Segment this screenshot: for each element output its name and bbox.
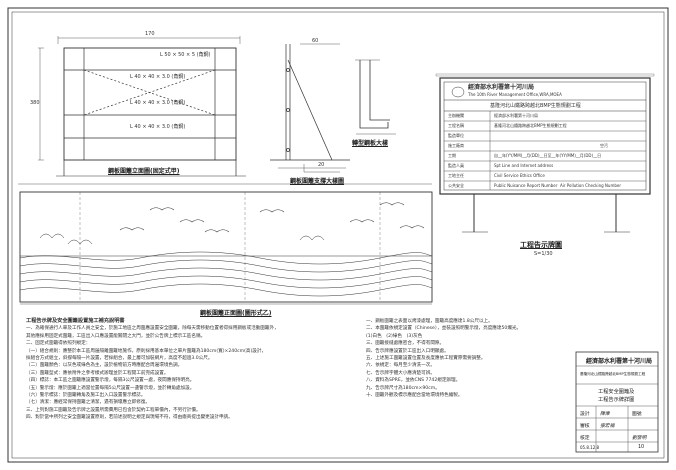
sign-row-7-val: Public Nuisance Report Number [494, 183, 558, 188]
role-design: 設計 [580, 412, 590, 417]
note-left-item: （七）清潔：應經常保持圍籬之清潔，遇有損壞應立即修復。 [26, 400, 151, 406]
note-left-item: 二、固定式圍籬得依照列規定： [26, 341, 91, 347]
elevation-dim-width: 170 [145, 31, 155, 37]
sign-header-title: 經濟部水利署第十河川局 [468, 84, 535, 91]
sheet-label: 圖號 [632, 412, 642, 417]
note-right-item: 一、鋼板圍籬之表面以烤漆處理，圍籬高度應達1.8公尺以上。 [366, 319, 493, 324]
title-block-frame [575, 351, 659, 453]
note-left-item: 其他應採用固定式圍籬，工區出入口應設置能關閉之大門，並於公告牌上標示工區名稱。 [26, 333, 206, 339]
support-dim-1: 60 [312, 38, 319, 44]
note-right-item: 二、本圍籬依規定設置（Chinese），並裝設照明警示燈，亮度應達50燭光。 [366, 326, 522, 332]
support-view [270, 43, 350, 169]
note-left-item: （一）組合規則：應整於本工區周邊隔離圍籬地施作，原則採用基本單位之單片圍籬為18… [26, 348, 267, 354]
sign-row-5-key: 監造人員 [448, 163, 464, 168]
note-left-item: 一、為確保通行人車及工作人員之安全，於施工地區之周圍應設置安全圍籬，除每天需移動… [26, 326, 279, 332]
role-approve: 核定 [580, 436, 590, 441]
sign-row-0-key: 主辦機關 [448, 113, 464, 118]
note-right-item: (1)白色 (2)綠色 (3)灰色 [366, 333, 423, 339]
note-right-item: 六、依規定：每月至少清洗一次。 [366, 363, 435, 369]
sign-row-1-key: 工程名稱 [448, 123, 464, 128]
note-left-item: （四）標誌：本工區之圍籬應設置警示燈，每隔3公尺設置一處，夜間應保持明亮。 [26, 378, 195, 384]
elevation-dim-height: 380 [30, 100, 40, 106]
sign-board-title: 工程告示牌圖 [520, 241, 562, 249]
note-left-item: （五）警示燈：應於圍籬上適當位置每隔5公尺設置一盞警示燈，並於轉角處加設。 [26, 385, 195, 391]
sign-row-4-key: 工期 [448, 153, 456, 158]
steel-section-title: 轉型鋼板大樣 [352, 140, 389, 147]
sign-header-sub: The 10th River Management Office,WRA,MOE… [468, 92, 562, 97]
note-right-item: 九、告示牌尺寸為180cm×90cm。 [366, 385, 440, 391]
panel-view [18, 183, 433, 305]
note-right-item: 四、告示牌應設置於工區出入口明顯處。 [366, 348, 449, 354]
title-block-project: 基隆河北山鐵路跨越北BMP生態規劃工程 [580, 372, 646, 376]
note-left-item: （二）圍籬顏色：以灰色或綠色為主，設於植物前方時應配合周邊環境色調。 [26, 363, 183, 369]
sign-row-1-val: 基隆河北山鐵路跨越北BMP生態規劃工程 [494, 123, 567, 128]
sign-row-4-val: 自__年(YY/MM)__月(DD)__日至__年(YY/MM)__月(DD)_… [494, 153, 602, 158]
sign-row-0-val: 經濟部水利署第十河川局 [494, 113, 538, 118]
note-left-item: 三、上列對施工圍籬及告示牌之設置所需費用已包含於契約工程單價內，不另行計價。 [26, 407, 201, 413]
support-view-title: 鋼板圍籬支撐大樣圖 [290, 178, 345, 185]
sign-board-scale: S=1/30 [534, 251, 553, 257]
steel-section-view [303, 59, 396, 173]
sign-row-8-val: Air Pollution Checking Number [560, 183, 622, 188]
sign-row-3-key: 施工廠商 [448, 143, 464, 148]
note-left-item: 四、對於當中所列之安全圍籬設置原則，若前述說明之規定與現場不符，得由廠商提出變更… [26, 415, 233, 421]
role-review: 審核 [580, 424, 590, 429]
title-block-drawing-title-2: 工程告示牌詳圖 [598, 397, 635, 403]
sign-row-7-key: 公共安全 [448, 183, 464, 188]
signature-2: 張宏福 [600, 424, 615, 429]
elevation-callout-2: L 40 × 40 × 3.0 (角鋼) [130, 74, 186, 80]
note-left-item: （三）圍籬型式：應依附件之參考樣式辦理並於工程開工前完成設置。 [26, 370, 169, 376]
elevation-view [38, 36, 246, 177]
sign-board [435, 73, 655, 233]
notes-left-title: 工程告示牌及安全圍籬設置施工補充說明書 [26, 318, 125, 324]
panel-view-title: 鋼板圍籬正面圖(圖形式乙) [200, 310, 272, 317]
sign-row-5-val: Spt Line and Internet address [494, 163, 554, 168]
sign-row-2-key: 監造單位 [448, 133, 464, 138]
note-right-item: 七、告示牌字體大小應清楚可辨。 [366, 370, 435, 376]
sign-row-8-key: 空污 [600, 143, 608, 148]
elevation-callout-4: L 40 × 40 × 3.0 (角鋼) [130, 124, 186, 130]
title-block-drawing-title-1: 工程安全圍籬及 [598, 389, 635, 395]
title-block-date: 05.8.12.8 [580, 445, 600, 450]
elevation-callout-1: L 50 × 50 × 5 (角鋼) [160, 52, 211, 58]
note-right-item: 八、資料為SPRE，並依CNS 7742規定辦理。 [366, 378, 461, 384]
elevation-view-title: 鋼板圍籬立面圖(固定式甲) [108, 168, 180, 175]
sign-row-6-val: Civil Service Ethics Office [494, 173, 545, 178]
elevation-callout-3: L 40 × 40 × 3.0 (角鋼) [130, 100, 186, 106]
note-right-item: 十、圍籬外觀及標示應配合當地環境特色繪製。 [366, 393, 463, 399]
support-dim-2: 20 [318, 162, 325, 168]
title-block: 經濟部水利署第十河川局 基隆河北山鐵路跨越北BMP生態規劃工程 工程安全圍籬及 … [576, 352, 658, 452]
signature-3: 劉發明 [632, 436, 647, 441]
note-left-item: （六）警示標誌：於圍籬轉角及施工出入口設置警示標誌。 [26, 393, 146, 399]
note-right-item: 五、上述施工圍籬設置位置及長度應依工程實際需要調整。 [366, 356, 486, 362]
title-block-org: 經濟部水利署第十河川局 [586, 358, 653, 365]
notes-left: 工程告示牌及安全圍籬設置施工補充說明書 一、為確保通行人車及工作人員之安全，於施… [26, 318, 356, 422]
note-left-item: 採組合方式組立，斜撐每隔一片設置，若採組合，最上層可加裝網片，高度不超過3.0公… [26, 356, 213, 362]
notes-right: 一、鋼板圍籬之表面以烤漆處理，圍籬高度應達1.8公尺以上。 二、本圍籬依規定設置… [366, 318, 566, 399]
signature-1: 陳偉 [600, 412, 610, 417]
sign-project: 基隆河北山鐵路跨越北BMP生態規劃工程 [490, 103, 581, 109]
sign-row-6-key: 工地主任 [448, 173, 464, 178]
sheet-number: 10 [638, 445, 645, 450]
note-right-item: 三、圍籬接縫處應密合，不得有間隙。 [366, 341, 445, 347]
